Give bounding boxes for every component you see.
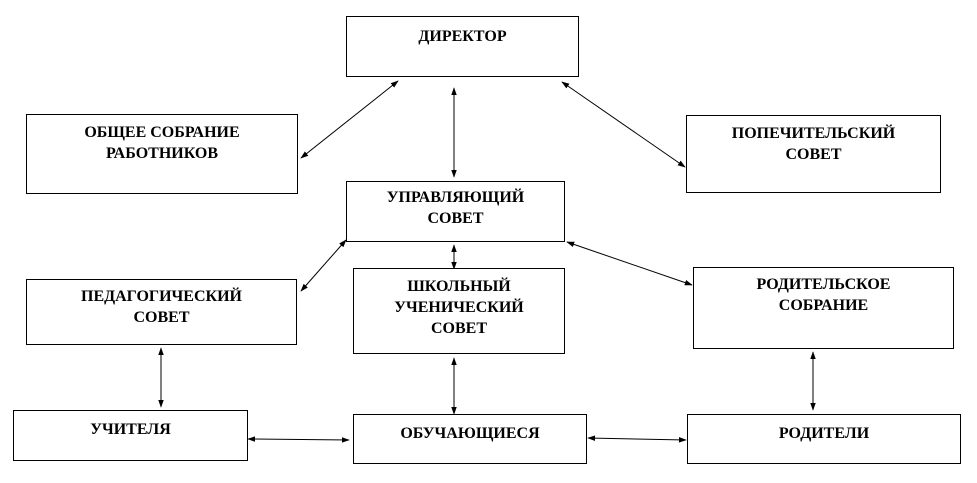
general-meeting-label: ОБЩЕЕ СОБРАНИЕ РАБОТНИКОВ [84, 124, 240, 162]
students-label: ОБУЧАЮЩИЕСЯ [400, 425, 540, 442]
parents-box: РОДИТЕЛИ [687, 414, 961, 464]
trustee-council-label: ПОПЕЧИТЕЛЬСКИЙ СОВЕТ [731, 125, 896, 163]
teachers-label: УЧИТЕЛЯ [90, 421, 171, 438]
governing-council-box: УПРАВЛЯЮЩИЙ СОВЕТ [346, 181, 565, 242]
director-label: ДИРЕКТОР [418, 28, 507, 45]
arrow-governing-pedagogical [300, 239, 347, 292]
general-meeting-box: ОБЩЕЕ СОБРАНИЕ РАБОТНИКОВ [26, 114, 298, 194]
director-box: ДИРЕКТОР [346, 16, 579, 77]
arrow-students-parents [587, 435, 687, 443]
governing-council-label: УПРАВЛЯЮЩИЙ СОВЕТ [386, 189, 525, 227]
pedagogical-council-label: ПЕДАГОГИЧЕСКИЙ СОВЕТ [81, 288, 242, 326]
pedagogical-council-box: ПЕДАГОГИЧЕСКИЙ СОВЕТ [26, 279, 297, 345]
parent-meeting-box: РОДИТЕЛЬСКОЕ СОБРАНИЕ [693, 267, 954, 349]
parents-label: РОДИТЕЛИ [778, 425, 870, 442]
arrow-governing-parent-meeting [566, 241, 693, 286]
arrow-director-trustee-council [561, 81, 686, 168]
arrow-teachers-students [247, 436, 350, 443]
arrow-director-general-meeting [300, 80, 399, 159]
trustee-council-box: ПОПЕЧИТЕЛЬСКИЙ СОВЕТ [686, 115, 941, 193]
parent-meeting-label: РОДИТЕЛЬСКОЕ СОБРАНИЕ [756, 276, 891, 314]
students-box: ОБУЧАЮЩИЕСЯ [353, 414, 587, 464]
teachers-box: УЧИТЕЛЯ [13, 410, 248, 461]
student-council-box: ШКОЛЬНЫЙ УЧЕНИЧЕСКИЙ СОВЕТ [353, 268, 565, 354]
student-council-label: ШКОЛЬНЫЙ УЧЕНИЧЕСКИЙ СОВЕТ [394, 278, 524, 337]
